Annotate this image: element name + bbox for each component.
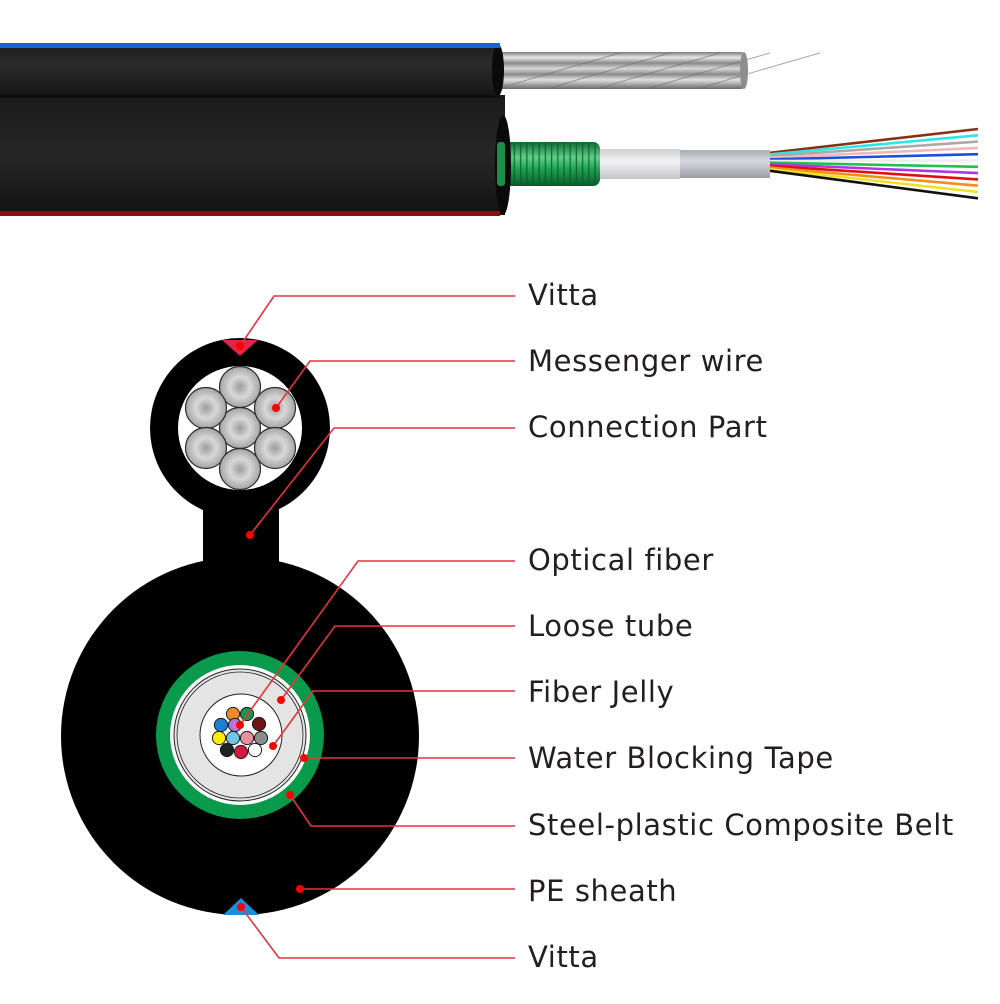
leader-line-messenger-wire [275,360,515,409]
sheath-upper-side [0,44,500,96]
cable-side-view [0,43,979,216]
fiber-strand-violet [767,162,979,175]
water-blocking-tape-side [595,149,680,179]
fiber-strand-orange [767,166,979,187]
leader-dot-fiber-jelly [269,742,277,750]
messenger-wire-twist [599,52,721,89]
messenger-strand [218,447,262,491]
fiber-strand-white [767,159,979,163]
messenger-wire-twist [549,52,671,89]
leader-dot-connection-part [246,531,254,539]
fiber-strand-black [767,169,979,200]
loose-tube-inner-edge [176,671,304,799]
leader-dot-vitta-bottom [237,903,245,911]
leader-line-fiber-jelly [272,690,515,747]
label-water-blocking-tape: Water Blocking Tape [528,741,834,775]
leader-line-steel-plastic-belt [289,794,515,827]
fiber-strand-gray [767,140,979,158]
fiber-rose [239,730,255,746]
label-vitta-bottom: Vitta [528,940,599,974]
fiber-strand-aqua [767,134,979,156]
messenger-strand [184,426,228,470]
label-fiber-jelly: Fiber Jelly [528,675,675,709]
sheath-joint-shadow [0,95,500,98]
leader-dot-steel-plastic-belt [286,791,294,799]
leader-lines [236,295,515,959]
messenger-wire-twist [699,52,821,89]
fiber-gray [253,730,269,746]
loose-tube-side [675,150,770,178]
fiber-strand-pink [767,146,979,160]
label-vitta-top: Vitta [528,278,599,312]
leader-dot-loose-tube [277,696,285,704]
fiber-aqua [225,730,241,746]
fiber-strand-brown [767,127,979,155]
fiber-yellow [211,730,227,746]
fiber-strand-yellow [767,167,979,194]
label-pe-sheath: PE sheath [528,874,678,908]
label-connection-part: Connection Part [528,410,768,444]
fiber-strand-red [767,164,979,181]
leader-line-vitta-bottom [240,906,515,959]
leader-dot-messenger-wire [272,404,280,412]
label-loose-tube: Loose tube [528,609,694,643]
fiber-white [247,742,263,758]
fiber-blue [213,717,229,733]
leader-dot-water-blocking-tape [300,754,308,762]
fiber-red [233,744,249,760]
sheath-lower-side [0,95,505,215]
steel-belt-exit [497,142,505,186]
messenger-wire-twist [499,52,621,89]
fiber-strand-blue [767,152,979,161]
leader-line-vitta-top [239,295,515,347]
cable-cross-section [61,338,419,915]
messenger-strand [253,426,297,470]
leader-line-connection-part [249,427,515,536]
messenger-wire-twist [649,52,771,89]
label-messenger-wire: Messenger wire [528,344,764,378]
messenger-strand [184,386,228,430]
leader-line-loose-tube [280,625,515,701]
label-steel-plastic-belt: Steel-plastic Composite Belt [528,808,954,842]
leader-dot-optical-fiber [236,721,244,729]
label-optical-fiber: Optical fiber [528,543,714,577]
leader-dot-pe-sheath [296,885,304,893]
vitta-stripe-bottom [0,211,500,216]
messenger-strand [218,365,262,409]
leader-dot-vitta-top [236,342,244,350]
vitta-stripe-top [0,43,500,48]
leader-line-optical-fiber [239,560,515,726]
fiber-black [219,742,235,758]
sheath-upper-end [492,44,504,96]
messenger-wire-end [740,52,748,89]
messenger-wire-side [490,52,745,89]
fiber-strand-green [767,161,979,169]
steel-belt-side [497,142,600,186]
fiber-brown [251,716,267,732]
